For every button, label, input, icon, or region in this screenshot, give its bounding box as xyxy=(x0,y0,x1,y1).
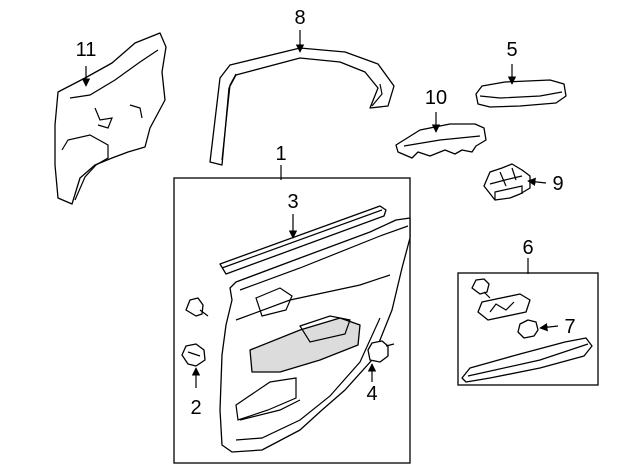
part-6-pull-handle-set xyxy=(461,278,593,383)
part-7-cap xyxy=(517,319,539,339)
part-5-armrest-pad xyxy=(475,79,567,108)
part-9-window-switch xyxy=(483,163,531,201)
part-2-trim-clip xyxy=(181,343,206,367)
callout-11: 11 xyxy=(76,39,97,61)
callout-labels: 11 8 5 10 9 1 3 2 4 6 7 xyxy=(76,7,576,419)
callout-7: 7 xyxy=(564,316,575,338)
leader-7 xyxy=(539,322,559,332)
part-1-door-trim-panel xyxy=(219,217,411,453)
part-11-water-deflector xyxy=(54,32,167,205)
clip-upper xyxy=(185,297,209,317)
callout-4: 4 xyxy=(366,383,377,405)
part-4-clip xyxy=(367,340,395,363)
callout-5: 5 xyxy=(506,39,517,61)
callout-6: 6 xyxy=(522,237,533,259)
callout-8: 8 xyxy=(294,7,305,29)
leader-9 xyxy=(527,177,547,187)
callout-2: 2 xyxy=(190,397,201,419)
part-3-belt-weatherstrip xyxy=(219,205,387,275)
callout-10: 10 xyxy=(425,87,447,109)
callout-9: 9 xyxy=(552,173,563,195)
leader-lines xyxy=(81,30,559,388)
callout-1: 1 xyxy=(275,143,286,165)
assembly-1-frame xyxy=(173,177,411,464)
callout-3: 3 xyxy=(287,191,298,213)
part-10-switch-bezel xyxy=(395,123,487,159)
part-8-glass-run-channel xyxy=(209,47,395,166)
